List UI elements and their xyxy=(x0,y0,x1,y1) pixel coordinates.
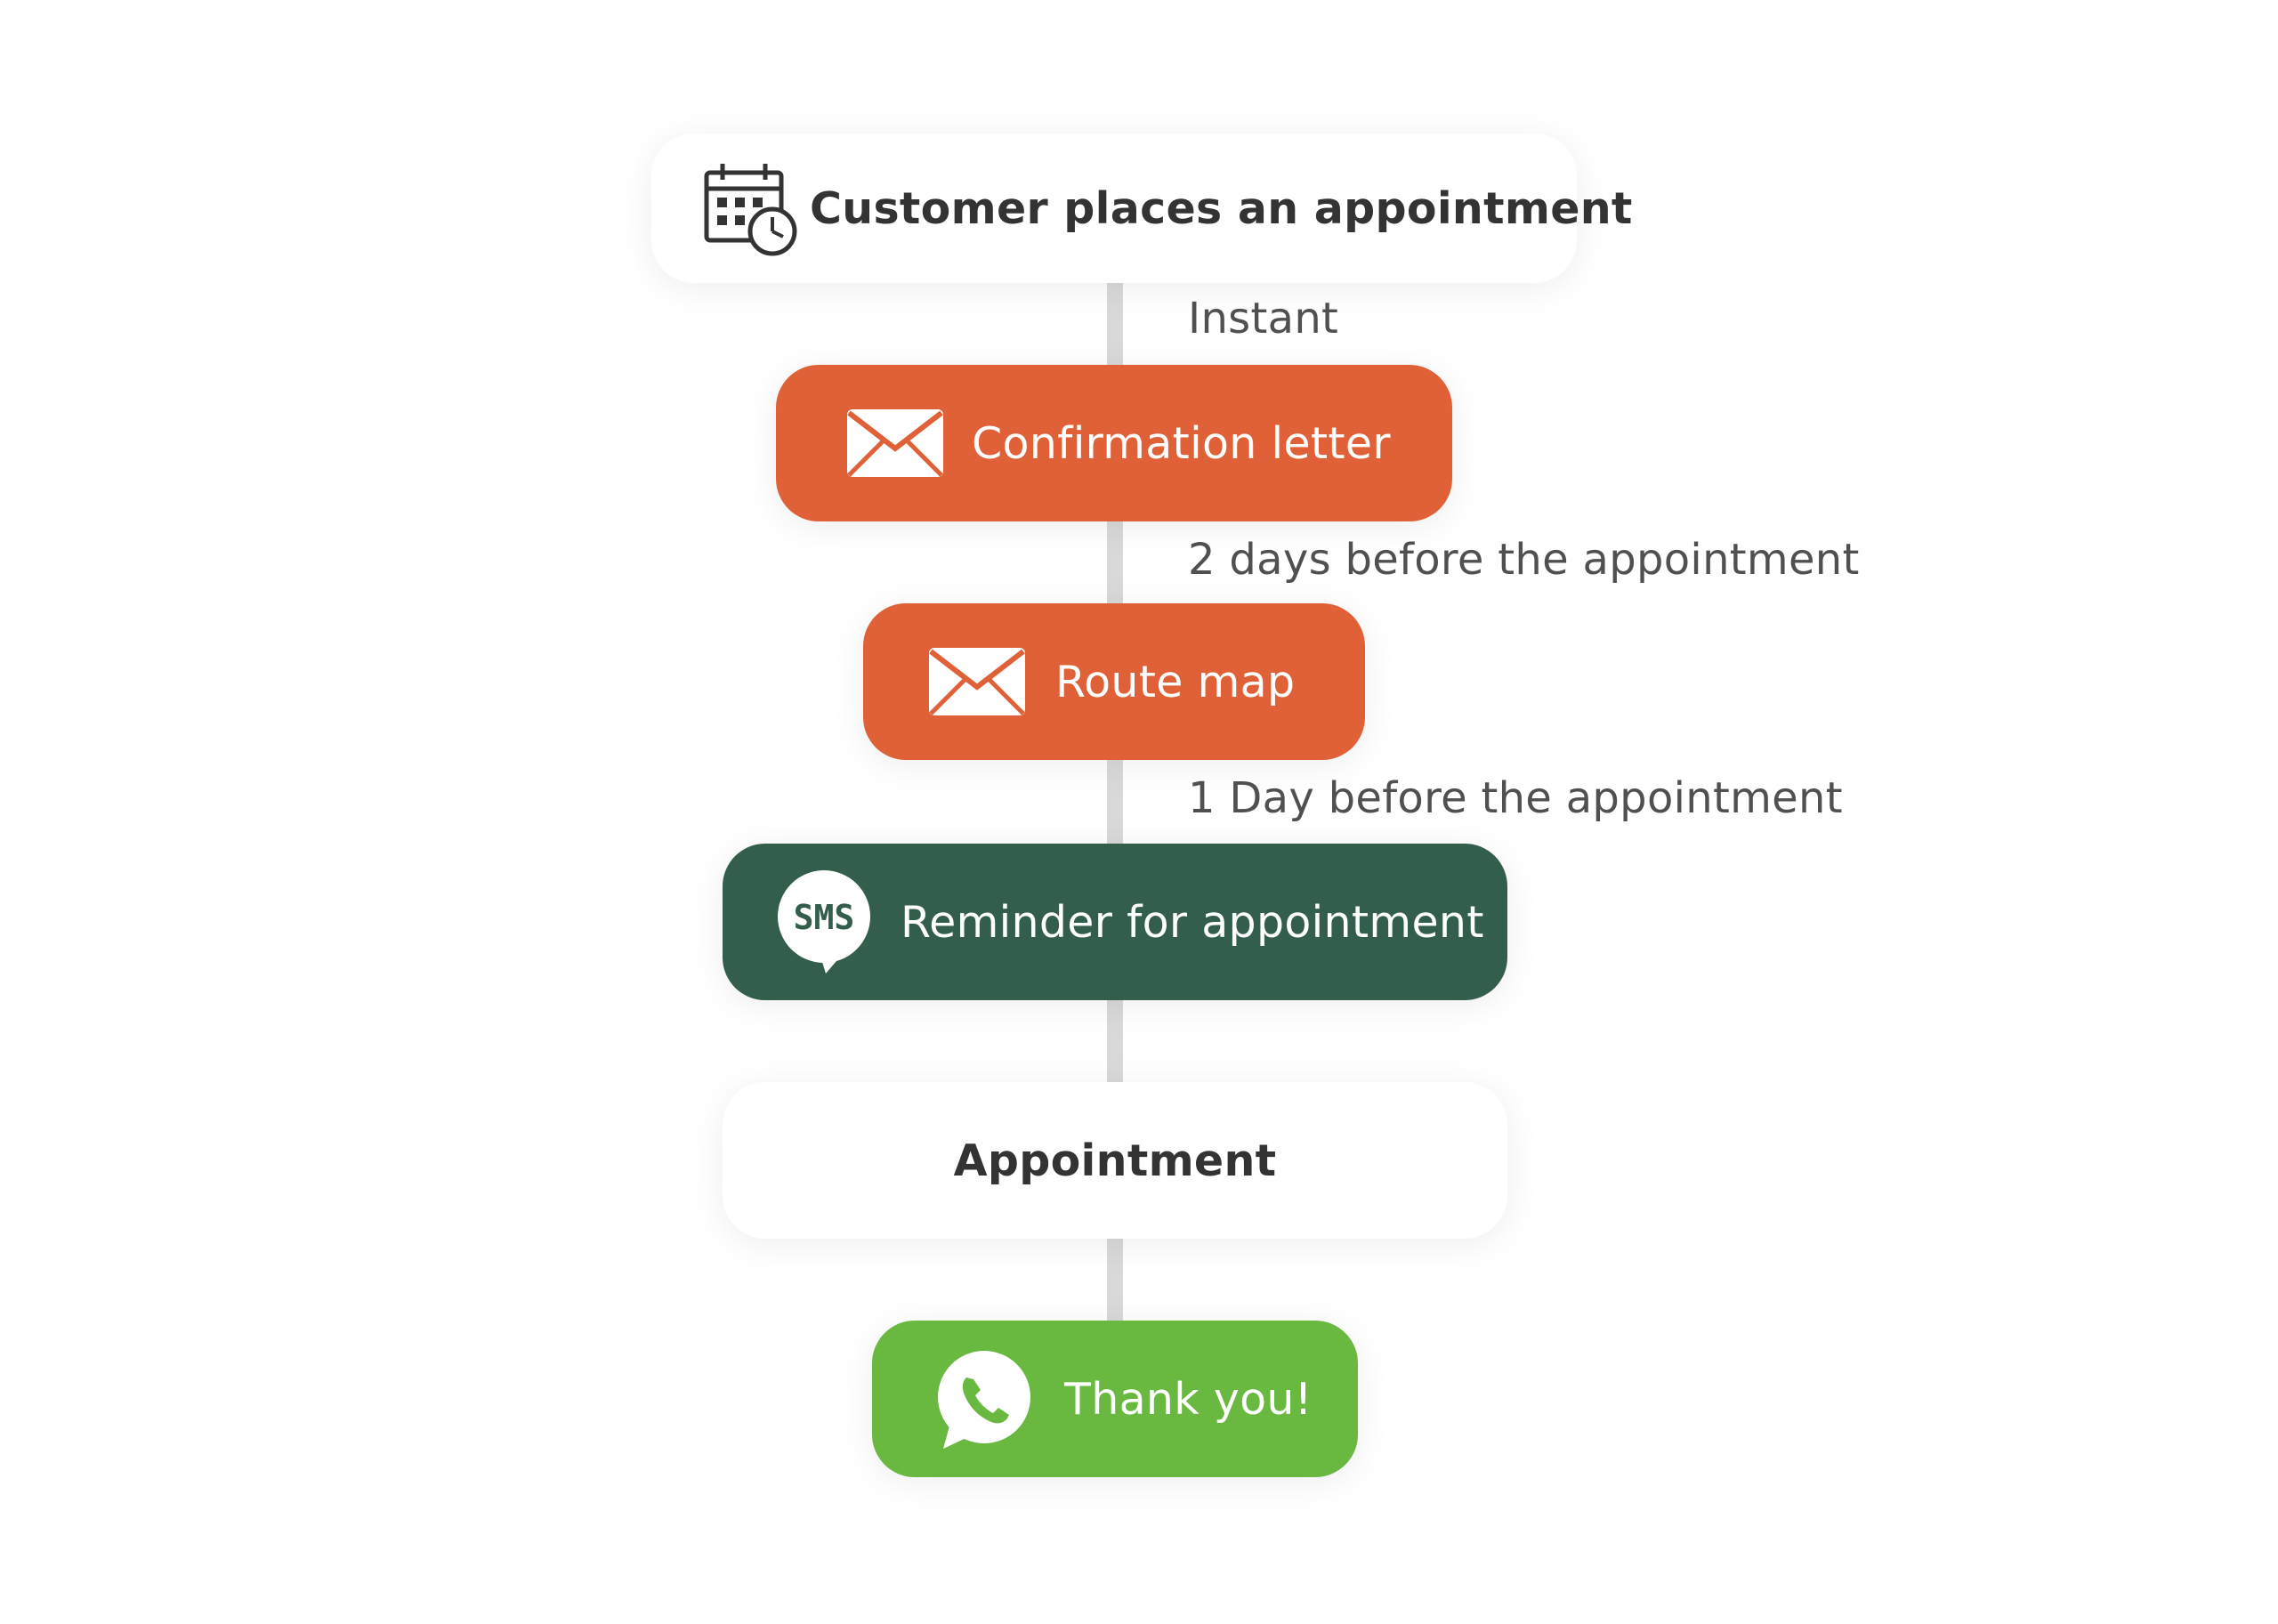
timing-1-day-before: 1 Day before the appointment xyxy=(1188,773,1843,823)
connector-2 xyxy=(1107,521,1123,603)
timing-instant: Instant xyxy=(1188,294,1339,343)
connector-4 xyxy=(1107,1000,1123,1082)
step-label: Appointment xyxy=(953,1135,1277,1186)
step-reminder-for-appointment: SMS Reminder for appointment xyxy=(723,844,1507,1000)
envelope-icon xyxy=(927,646,1027,717)
sms-bubble-icon: SMS xyxy=(776,870,874,974)
step-thank-you: Thank you! xyxy=(872,1321,1358,1477)
whatsapp-icon xyxy=(933,1349,1032,1449)
envelope-icon xyxy=(845,408,945,479)
step-appointment: Appointment xyxy=(723,1082,1507,1239)
connector-1 xyxy=(1107,283,1123,365)
svg-text:SMS: SMS xyxy=(794,898,855,937)
step-label: Route map xyxy=(1055,656,1296,707)
step-confirmation-letter: Confirmation letter xyxy=(776,365,1452,521)
step-label: Confirmation letter xyxy=(972,417,1391,469)
step-customer-places-appointment: Customer places an appointment xyxy=(651,133,1632,283)
timing-2-days-before: 2 days before the appointment xyxy=(1188,535,1860,585)
step-label: Customer places an appointment xyxy=(810,182,1633,234)
step-label: Reminder for appointment xyxy=(901,896,1484,948)
step-route-map: Route map xyxy=(863,603,1365,760)
calendar-clock-icon xyxy=(701,160,797,256)
step-label: Thank you! xyxy=(1064,1373,1313,1425)
connector-3 xyxy=(1107,760,1123,844)
connector-5 xyxy=(1107,1239,1123,1321)
